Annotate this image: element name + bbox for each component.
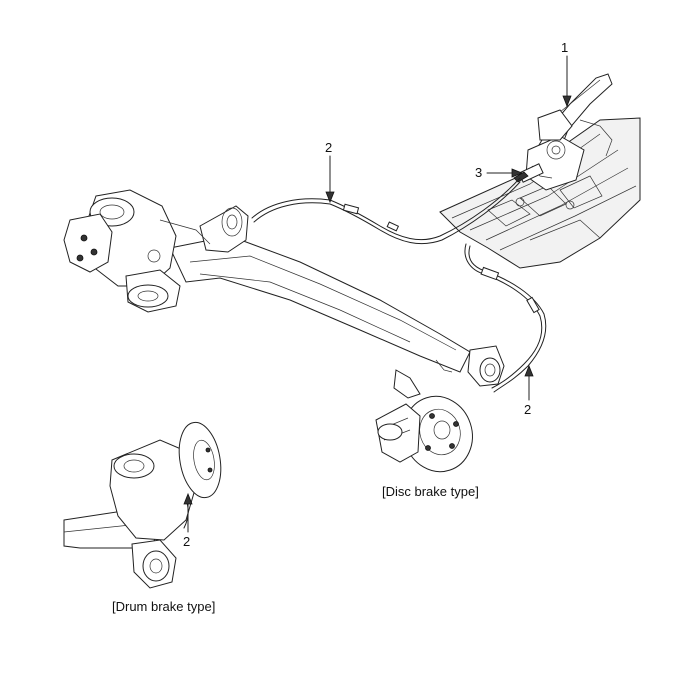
arrow-equalizer	[511, 168, 524, 178]
caption-drum-brake: [Drum brake type]	[112, 599, 216, 614]
floor-panel	[439, 117, 641, 269]
arrow-lever	[562, 95, 572, 108]
parking-brake-lever	[525, 73, 613, 191]
arrow-cable-front	[325, 191, 335, 204]
left-rear-disc-brake	[63, 189, 211, 313]
caption-disc-brake: [Disc brake type]	[382, 484, 479, 499]
cable-equalizer	[513, 163, 544, 183]
callout-1: 1	[561, 40, 569, 55]
rear-torsion-axle	[169, 205, 471, 399]
callout-3: 3	[475, 165, 483, 180]
callout-2-drum: 2	[183, 534, 191, 549]
right-rear-disc-brake	[375, 345, 505, 473]
callout-arrows	[183, 55, 572, 533]
arrow-cable-drum	[183, 492, 193, 505]
drum-brake-inset	[63, 421, 222, 589]
callout-2-rear: 2	[524, 402, 532, 417]
parking-brake-cables	[251, 177, 547, 393]
callout-2-front: 2	[325, 140, 333, 155]
arrow-cable-rear	[524, 364, 534, 377]
